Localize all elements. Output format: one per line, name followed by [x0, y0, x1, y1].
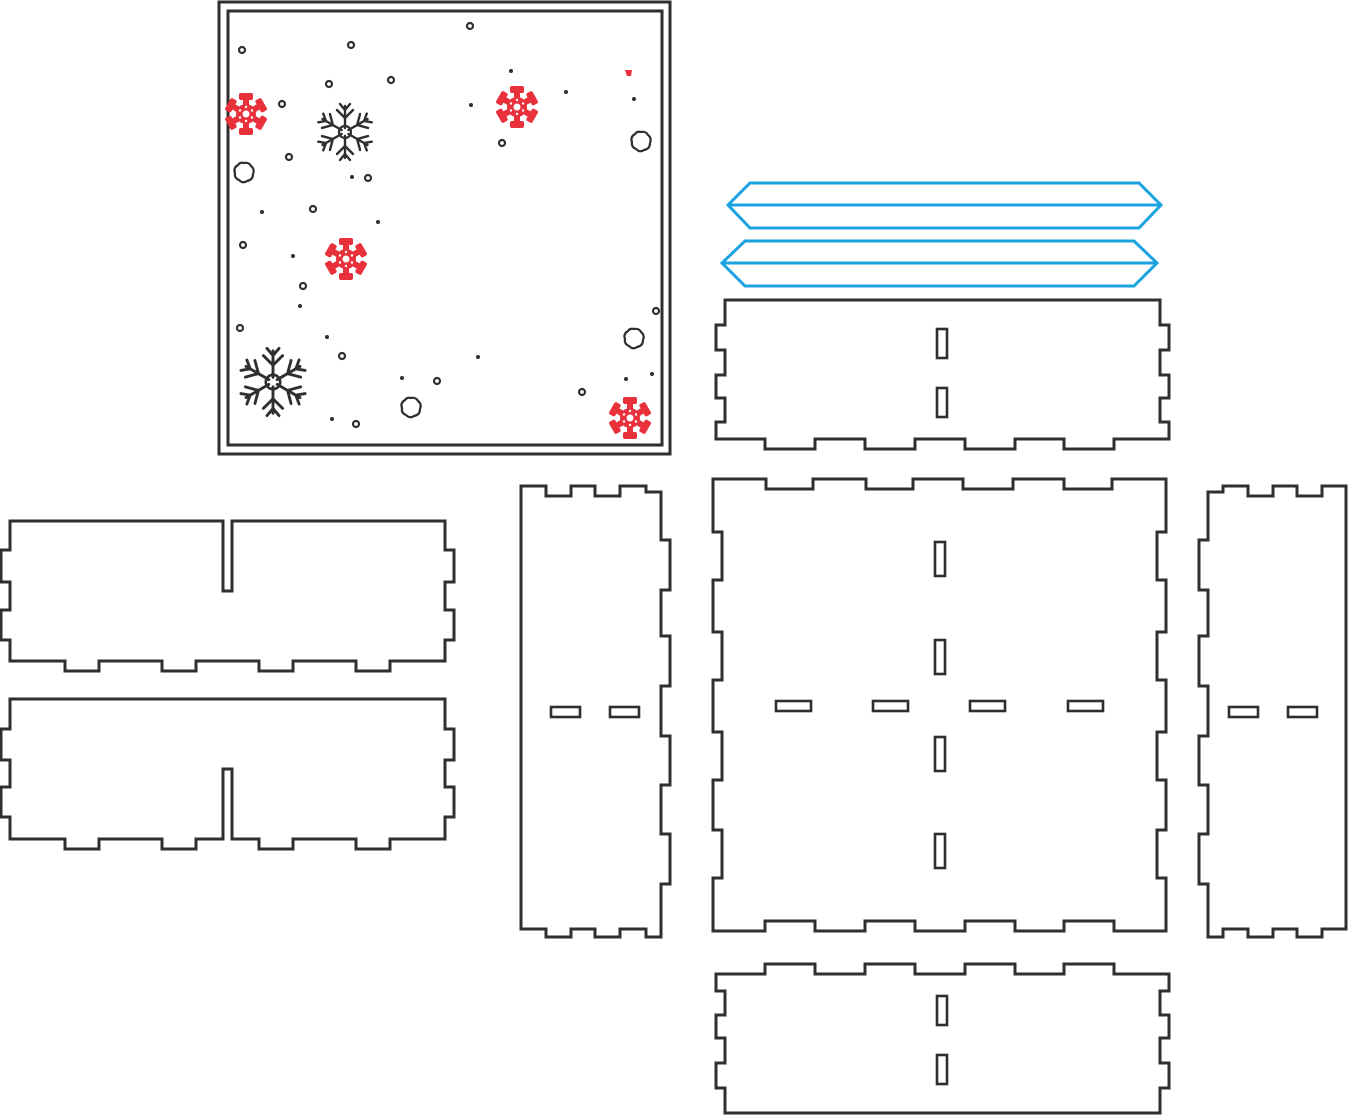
divider-1	[0, 519, 456, 673]
lid-inner-edge	[226, 9, 664, 447]
small-dots	[235, 21, 661, 429]
snowflake-red-5	[625, 70, 632, 76]
slot	[1286, 705, 1319, 719]
lid-outer-edge	[217, 0, 672, 456]
slot	[968, 699, 1007, 713]
slot	[935, 386, 949, 419]
ring-flakes	[233, 130, 652, 419]
slot	[935, 327, 949, 360]
front-wall	[714, 962, 1171, 1115]
slot	[1066, 699, 1105, 713]
snowflake-red-1	[224, 93, 268, 135]
slot	[774, 699, 813, 713]
slot	[933, 540, 947, 578]
right-wall	[1197, 484, 1348, 939]
snowflake-red-2	[495, 86, 539, 128]
snowflake-outline-1	[317, 104, 373, 160]
red-snowflakes	[224, 70, 652, 439]
hanger-strip-2	[719, 239, 1160, 288]
lid-panel	[217, 0, 672, 456]
left-wall	[519, 484, 672, 939]
snowflake-outline-2	[239, 348, 307, 415]
slot	[871, 699, 910, 713]
divider-2	[0, 697, 456, 851]
hanger-strip-1	[725, 181, 1164, 230]
slot	[549, 705, 582, 719]
snowflake-red-4	[608, 397, 652, 439]
slot	[1227, 705, 1260, 719]
slot	[935, 1053, 949, 1086]
slot	[933, 735, 947, 773]
slot	[933, 638, 947, 676]
snowflake-red-3	[324, 238, 368, 280]
bottom-panel	[711, 477, 1168, 933]
slot	[933, 832, 947, 870]
slot	[608, 705, 641, 719]
back-wall	[714, 298, 1171, 451]
slot	[935, 994, 949, 1027]
